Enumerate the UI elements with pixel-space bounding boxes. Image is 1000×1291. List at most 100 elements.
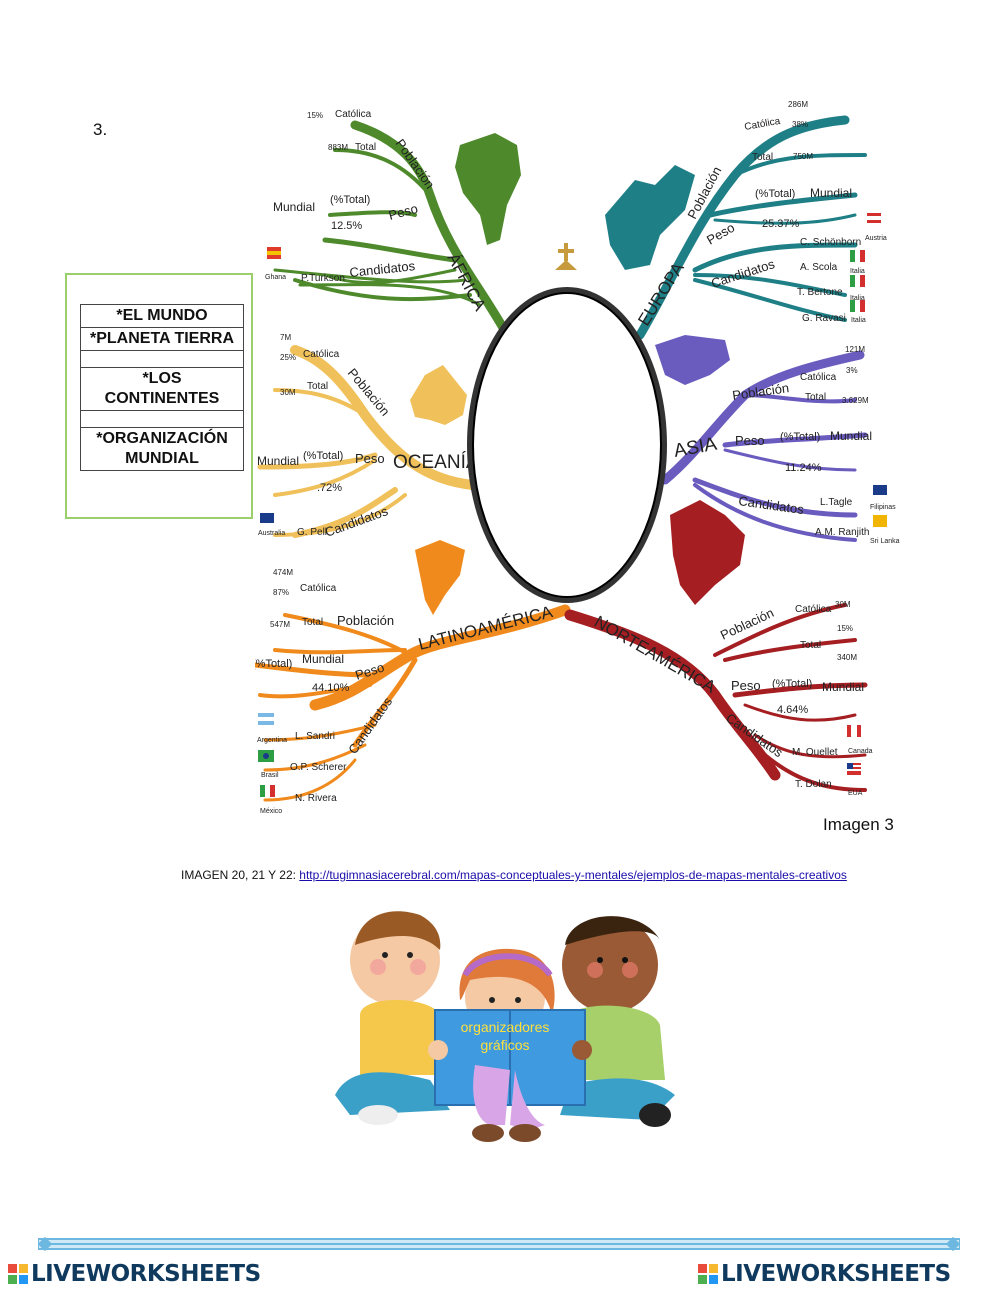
liveworksheets-logo-icon	[698, 1264, 718, 1284]
branch-asia	[660, 350, 868, 542]
na-total: Total	[800, 640, 821, 651]
na-title: NORTEAMÉRICA	[591, 612, 719, 697]
asia-p1: Filipinas	[870, 504, 896, 511]
word-bank-table: *EL MUNDO *PLANETA TIERRA *LOS CONTINENT…	[80, 304, 244, 471]
latam-title: LATINOAMÉRICA	[416, 602, 555, 654]
na-total-val: 340M	[837, 653, 857, 662]
africa-pct-total: (%Total)	[330, 194, 370, 206]
africa-total: Total	[355, 142, 376, 153]
europa-p3: Italia	[850, 295, 865, 302]
word-option[interactable]: *ORGANIZACIÓN MUNDIAL	[80, 427, 244, 471]
source-prefix: IMAGEN 20, 21 Y 22:	[181, 868, 300, 882]
latam-peso-val: 44.10%	[312, 682, 350, 694]
africa-total-val: 883M	[328, 143, 348, 152]
europa-p2: Italia	[850, 268, 865, 275]
word-option[interactable]: *EL MUNDO	[80, 304, 244, 328]
word-option[interactable]: *LOS CONTINENTES	[80, 367, 244, 411]
latam-c3: N. Rivera	[295, 793, 337, 804]
africa-candidato1: P.Turkson	[301, 273, 345, 284]
branch-africa	[273, 120, 515, 345]
europa-total-val: 750M	[793, 152, 813, 161]
oceania-total-val: 30M	[280, 388, 296, 397]
footer-divider	[38, 1236, 960, 1252]
image-caption: Imagen 3	[823, 815, 894, 834]
na-catolica-val: 30M	[835, 600, 851, 609]
branch-norteamerica	[564, 603, 868, 792]
europe-flags-icon	[850, 213, 881, 312]
africa-mundial: Mundial	[273, 200, 315, 214]
word-option-empty	[80, 350, 244, 368]
europa-catolica-pct: 38%	[792, 120, 808, 129]
asia-peso-val: 11.24%	[785, 462, 822, 474]
na-c2: T. Dolan	[795, 779, 832, 790]
word-option[interactable]: *PLANETA TIERRA	[80, 327, 244, 351]
branch-latinoamerica	[255, 604, 571, 802]
europa-peso: Peso	[704, 220, 737, 248]
europa-c1: C. Schönborn	[800, 237, 861, 248]
na-p2: EUA	[848, 790, 863, 797]
brand-text: LIVEWORKSHEETS	[31, 1261, 261, 1287]
asia-c2: A.M. Ranjith	[815, 527, 869, 538]
asia-catolica-pct: 3%	[846, 366, 858, 375]
latam-total-val: 547M	[270, 620, 290, 629]
na-catolica: Católica	[795, 604, 832, 615]
answer-input-oval[interactable]	[472, 292, 662, 598]
branch-europa	[635, 115, 867, 340]
brand-logo-left: LIVEWORKSHEETS	[8, 1258, 261, 1290]
oceania-candidato1: G. Pell	[297, 527, 327, 538]
asia-mundial: Mundial	[830, 429, 872, 443]
book-title-line2: gráficos	[480, 1037, 529, 1053]
oceania-catolica: Católica	[303, 349, 340, 360]
latam-total: Total	[302, 617, 323, 628]
asia-catolica-val: 121M	[845, 345, 865, 354]
africa-candidatos: Candidatos	[349, 258, 416, 280]
australia-flag-icon	[260, 513, 274, 523]
brand-logo-right: LIVEWORKSHEETS	[698, 1258, 951, 1290]
brand-text: LIVEWORKSHEETS	[721, 1261, 951, 1287]
kids-reading-illustration: organizadores gráficos	[335, 911, 675, 1142]
oceania-pct-total: (%Total)	[303, 450, 343, 462]
europa-c2: A. Scola	[800, 262, 838, 273]
latam-catolica-pct: 87%	[273, 588, 289, 597]
europa-c3: T. Bertone	[797, 287, 843, 298]
philippines-flag-icon	[873, 485, 887, 495]
question-number: 3.	[93, 120, 108, 139]
latam-catolica: Católica	[300, 583, 337, 594]
na-p1: Canada	[848, 748, 873, 755]
latam-catolica-val: 474M	[273, 568, 293, 577]
europa-p4: Italia	[851, 317, 866, 324]
europe-map-icon	[605, 165, 695, 270]
europa-catolica: Católica	[744, 116, 782, 133]
latam-p3: México	[260, 808, 282, 815]
latam-mundial: Mundial	[302, 652, 344, 666]
europa-total: Total	[752, 152, 773, 163]
oceania-pais1: Australia	[258, 530, 285, 537]
asia-total-val: 3.629M	[842, 396, 869, 405]
asia-title: ASIA	[672, 434, 719, 462]
europa-mundial: Mundial	[810, 186, 852, 200]
oceania-catolica-val: 7M	[280, 333, 291, 342]
europa-peso-val: 25.37%	[762, 218, 800, 230]
na-mundial: Mundial	[822, 680, 864, 694]
source-link[interactable]: http://tugimnasiacerebral.com/mapas-conc…	[299, 868, 847, 882]
europa-catolica-val: 286M	[788, 100, 808, 109]
latam-pct-total: (%Total)	[255, 658, 292, 670]
africa-peso-val: 12.5%	[331, 220, 362, 232]
branch-oceania	[257, 345, 478, 538]
latam-flags-icon	[258, 713, 275, 797]
latam-p2: Brasil	[261, 772, 279, 779]
source-line: IMAGEN 20, 21 Y 22: http://tugimnasiacer…	[181, 868, 847, 882]
center-ornament-icon	[555, 243, 577, 270]
africa-catolica: Católica	[335, 109, 372, 120]
oceania-candidatos: Candidatos	[323, 503, 390, 540]
latam-c2: O.P. Scherer	[290, 762, 347, 773]
na-peso-val: 4.64%	[777, 704, 808, 716]
latam-poblacion: Población	[337, 613, 394, 628]
book-title-line1: organizadores	[461, 1019, 550, 1035]
oceania-peso-val: .72%	[317, 482, 342, 494]
oceania-title: OCEANÍA	[393, 452, 479, 473]
mind-map: Católica 15% Total 883M Población Mundia…	[255, 100, 900, 815]
europa-pct-total: (%Total)	[755, 188, 795, 200]
na-c1: M. Ouellet	[792, 747, 838, 758]
asia-c1: L.Tagle	[820, 497, 853, 508]
